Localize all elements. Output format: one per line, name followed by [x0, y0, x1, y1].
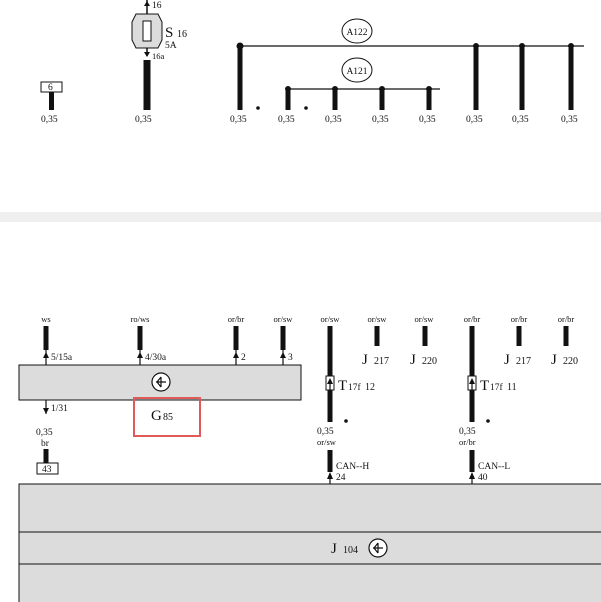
pin-label: 40 [478, 473, 488, 483]
svg-text:0,35: 0,35 [278, 115, 295, 125]
pin-label: 5/15a [51, 353, 73, 363]
svg-text:or/br: or/br [511, 314, 528, 324]
svg-text:217: 217 [516, 356, 531, 367]
connector-6: 6 0,35 [40, 81, 63, 125]
shield-dot [304, 106, 308, 110]
arrow-down-icon [144, 52, 150, 57]
bus-label: A122 [346, 28, 367, 38]
component-label-sub: 85 [163, 412, 173, 423]
bus-label-circle [341, 18, 373, 44]
module-label: J [331, 541, 337, 557]
svg-text:0,35: 0,35 [561, 115, 578, 125]
svg-text:0,35: 0,35 [466, 115, 483, 125]
sensor-symbol-icon [156, 376, 166, 388]
fuse-label: S [165, 25, 173, 41]
bus-a122: A122 [236, 18, 584, 110]
wire-size-label: 0,35 [36, 428, 53, 438]
svg-text:or/sw: or/sw [415, 314, 435, 324]
svg-text:ro/ws: ro/ws [131, 314, 150, 324]
shield-dot [344, 419, 348, 423]
connector-number: 43 [42, 465, 52, 475]
ground-connector [36, 462, 59, 475]
j-labels: J 217 J 220 J 217 J 220 [362, 326, 578, 368]
svg-text:0,35: 0,35 [419, 115, 436, 125]
svg-text:220: 220 [422, 356, 437, 367]
pin-label: 3 [288, 353, 293, 363]
wire-color-label: or/br [459, 437, 476, 447]
connector-number: 6 [48, 83, 53, 93]
fuse-label-sub: 16 [177, 29, 187, 40]
module-j104: J 104 [18, 483, 601, 602]
svg-text:J: J [504, 352, 510, 368]
wire-size-row: 0,35 0,35 0,35 0,35 0,35 0,35 0,35 0,35 [230, 115, 578, 125]
fuse-pin-top: 16 [152, 1, 162, 11]
arrow-up-icon [327, 472, 333, 479]
svg-text:217: 217 [374, 356, 389, 367]
svg-text:or/br: or/br [464, 314, 481, 324]
svg-text:ws: ws [41, 314, 50, 324]
module-label-sub: 104 [343, 545, 358, 556]
wire-color-row: ws ro/ws or/br or/sw or/sw or/sw or/sw o… [41, 314, 574, 324]
pin-label: 2 [241, 353, 246, 363]
bottom-panel: ws ro/ws or/br or/sw or/sw or/sw or/sw o… [18, 314, 601, 602]
fuse-pin-bottom: 16a [152, 51, 165, 61]
wire-size-label: 0,35 [41, 115, 58, 125]
svg-text:or/br: or/br [558, 314, 575, 324]
component-g85: 5/15a 4/30a 2 3 1/31 0,35 br 43 G 85 [18, 326, 302, 475]
svg-text:0,35: 0,35 [512, 115, 529, 125]
svg-text:J: J [551, 352, 557, 368]
module-housing [18, 483, 601, 602]
connector-label-sub: 17f [348, 382, 362, 393]
svg-text:J: J [410, 352, 416, 368]
arrow-down-icon [43, 408, 49, 414]
arrow-up-icon [144, 1, 150, 6]
pin-label: 1/31 [51, 404, 68, 414]
top-panel: 16 16a S 16 5A 0,35 6 0,35 A122 [40, 0, 584, 125]
connector-pin: 12 [365, 382, 375, 393]
fuse-output-wire [143, 60, 151, 110]
can-label: CAN--L [478, 462, 510, 472]
arrow-up-icon [469, 472, 475, 479]
highlight-box [133, 397, 201, 437]
fuse-element-icon [142, 20, 152, 42]
pin-label: 4/30a [145, 353, 167, 363]
svg-text:220: 220 [563, 356, 578, 367]
bus-label: A121 [346, 67, 367, 77]
svg-text:or/sw: or/sw [321, 314, 341, 324]
page-divider [0, 212, 601, 222]
connector-pin: 11 [507, 382, 517, 393]
can-label: CAN--H [336, 462, 369, 472]
wire-size-label: 0,35 [317, 427, 334, 437]
fuse-s16: 16 16a S 16 5A 0,35 [131, 0, 187, 125]
fuse-rating: 5A [165, 41, 177, 51]
connector-label: T [480, 378, 489, 394]
shield-dot [486, 419, 490, 423]
can-h-wire: T 17f 12 0,35 or/sw CAN--H 24 [317, 326, 375, 484]
svg-text:J: J [362, 352, 368, 368]
component-label: G [151, 408, 162, 424]
connector-label-sub: 17f [490, 382, 504, 393]
connector-wire [49, 92, 54, 110]
sensor-symbol-icon [373, 542, 383, 554]
svg-text:or/br: or/br [228, 314, 245, 324]
wire-color-label: or/sw [317, 437, 337, 447]
svg-text:0,35: 0,35 [372, 115, 389, 125]
svg-text:or/sw: or/sw [274, 314, 294, 324]
shield-dot [256, 106, 260, 110]
can-l-wire: T 17f 11 0,35 or/br CAN--L 40 [459, 326, 517, 484]
pin-label: 24 [336, 473, 346, 483]
wire-color-label: br [41, 439, 50, 449]
connector-label: T [338, 378, 347, 394]
bus-a121: A121 [285, 57, 440, 110]
wire-size-label: 0,35 [459, 427, 476, 437]
svg-text:0,35: 0,35 [230, 115, 247, 125]
svg-text:or/sw: or/sw [368, 314, 388, 324]
bus-label-circle [341, 57, 373, 83]
wire-size-label: 0,35 [135, 115, 152, 125]
svg-text:0,35: 0,35 [325, 115, 342, 125]
